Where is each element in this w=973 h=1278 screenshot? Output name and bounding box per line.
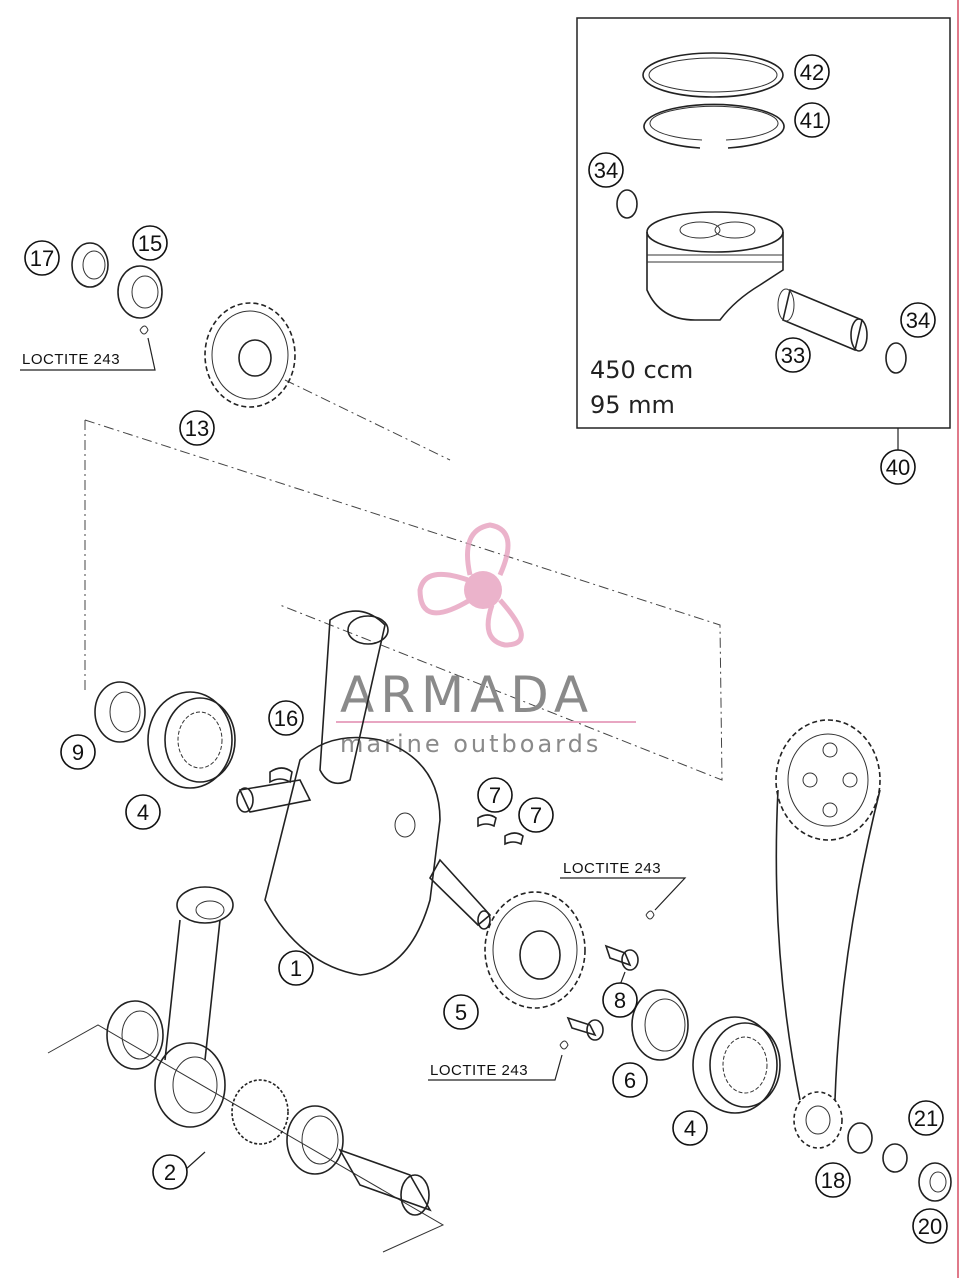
callout-7-right: 7	[518, 797, 554, 833]
svg-text:34: 34	[594, 158, 618, 183]
watermark-tagline: marine outboards	[340, 730, 601, 758]
shim-6	[631, 989, 689, 1061]
callout-40: 40	[880, 449, 916, 485]
assembly-dash-line-gear	[284, 379, 451, 461]
svg-text:17: 17	[30, 246, 54, 271]
callout-18: 18	[815, 1162, 851, 1198]
svg-text:1: 1	[290, 956, 302, 981]
svg-text:9: 9	[72, 740, 84, 765]
callout-2: 2	[152, 1154, 188, 1190]
callout-13: 13	[179, 410, 215, 446]
svg-text:20: 20	[918, 1214, 942, 1239]
piston-displacement: 450 ccm	[590, 356, 693, 384]
callout-15: 15	[132, 225, 168, 261]
gear-5	[484, 891, 586, 1009]
callout-16: 16	[268, 700, 304, 736]
circlip-34-right	[885, 342, 907, 374]
svg-text:21: 21	[914, 1106, 938, 1131]
svg-text:2: 2	[164, 1160, 176, 1185]
nut-15	[117, 265, 163, 335]
loctite-label-low: LOCTITE 243	[430, 1062, 528, 1079]
svg-text:8: 8	[614, 988, 626, 1013]
woodruff-key-16	[269, 767, 293, 784]
piston-kit-box: 450 ccm 95 mm	[576, 17, 951, 452]
assembly-dash-line-upper	[84, 419, 723, 781]
svg-text:7: 7	[489, 783, 501, 808]
circlip-34-left	[616, 189, 638, 219]
bolt-lower	[559, 1016, 604, 1050]
svg-text:13: 13	[185, 416, 209, 441]
leader-loctite-mid	[560, 877, 687, 911]
svg-text:4: 4	[684, 1116, 696, 1141]
callout-8: 8	[602, 982, 638, 1018]
svg-text:34: 34	[906, 308, 930, 333]
seal-ring-17	[71, 242, 109, 288]
callout-20: 20	[912, 1208, 948, 1244]
watermark-brand: ARMADA	[340, 666, 594, 724]
svg-text:40: 40	[886, 455, 910, 480]
timing-chain-assembly	[775, 719, 881, 1149]
callout-9: 9	[60, 734, 96, 770]
svg-text:4: 4	[137, 800, 149, 825]
leader-loctite-top	[20, 337, 156, 371]
piston-ring-42	[642, 52, 784, 98]
callout-33: 33	[775, 337, 811, 373]
svg-text:15: 15	[138, 231, 162, 256]
svg-text:5: 5	[455, 1000, 467, 1025]
callout-21: 21	[908, 1100, 944, 1136]
leader-loctite-low	[428, 1054, 563, 1081]
washer-21	[882, 1143, 908, 1173]
callout-7-left: 7	[477, 777, 513, 813]
callout-4-left: 4	[125, 794, 161, 830]
callout-42: 42	[794, 54, 830, 90]
woodruff-key-7b	[504, 832, 524, 846]
callout-6: 6	[612, 1062, 648, 1098]
svg-text:41: 41	[800, 108, 824, 133]
crankshaft-1	[236, 610, 492, 976]
gear-13	[204, 302, 296, 408]
callout-34-left: 34	[588, 152, 624, 188]
bearing-4-right	[692, 1016, 781, 1114]
piston-pin	[777, 288, 868, 352]
loctite-label-mid: LOCTITE 243	[563, 860, 661, 877]
leader-2	[184, 1151, 206, 1171]
bolt-8	[604, 910, 655, 971]
svg-text:42: 42	[800, 60, 824, 85]
callout-4-right: 4	[672, 1110, 708, 1146]
callout-41: 41	[794, 102, 830, 138]
armada-logo	[417, 522, 524, 648]
piston-bore: 95 mm	[590, 391, 675, 419]
woodruff-key-7a	[477, 814, 497, 828]
svg-text:18: 18	[821, 1168, 845, 1193]
circlip-18	[847, 1122, 873, 1154]
nut-20	[918, 1162, 952, 1202]
svg-text:33: 33	[781, 343, 805, 368]
connecting-rod-kit-2	[47, 886, 445, 1253]
piston-ring-41	[643, 103, 785, 149]
callout-1: 1	[278, 950, 314, 986]
svg-text:16: 16	[274, 706, 298, 731]
loctite-label-top: LOCTITE 243	[22, 351, 120, 368]
piston	[646, 211, 784, 321]
seal-ring-9	[94, 681, 146, 743]
callout-17: 17	[24, 240, 60, 276]
callout-5: 5	[443, 994, 479, 1030]
svg-text:6: 6	[624, 1068, 636, 1093]
bearing-4-left	[147, 691, 236, 789]
callout-34-right: 34	[900, 302, 936, 338]
svg-text:7: 7	[530, 803, 542, 828]
